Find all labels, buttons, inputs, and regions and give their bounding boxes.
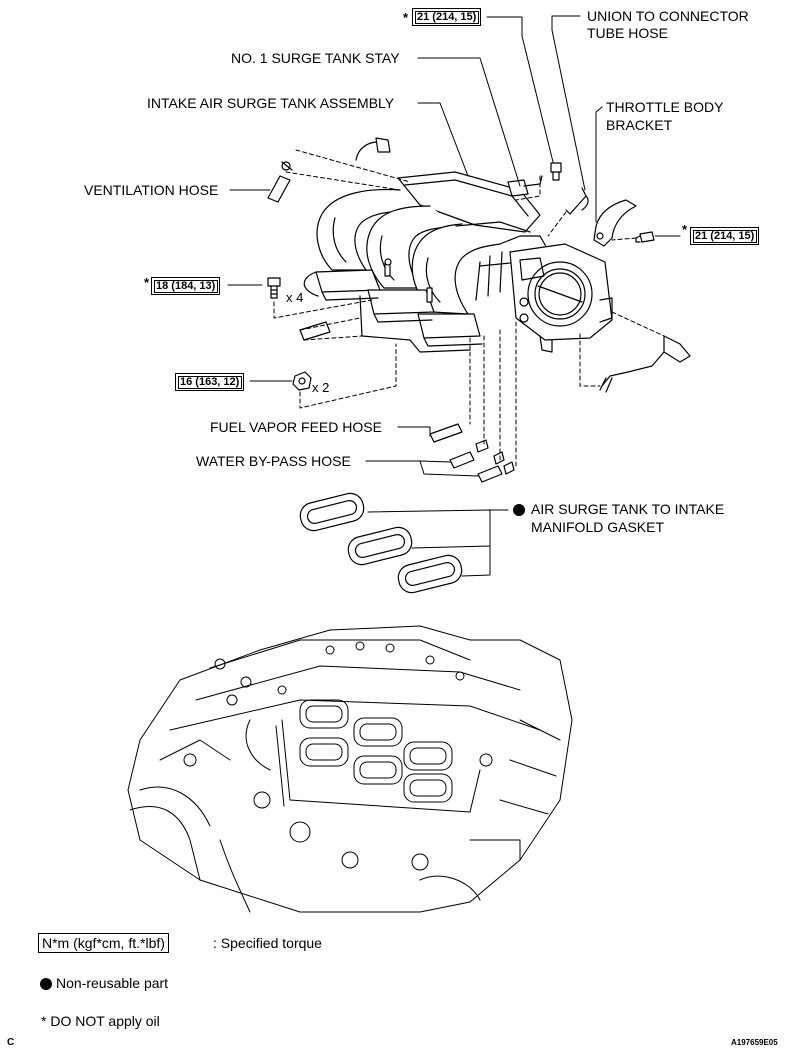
bolt-quantity: x 4 bbox=[286, 290, 304, 305]
corner-letter: C bbox=[7, 1037, 15, 1048]
label-gasket-line2: MANIFOLD GASKET bbox=[531, 519, 665, 535]
small-pipe bbox=[299, 321, 331, 341]
throttle-body bbox=[509, 243, 613, 353]
nut-quantity: x 2 bbox=[312, 380, 330, 395]
manifold-gaskets bbox=[299, 492, 463, 594]
no-oil-star-bolt: * bbox=[144, 275, 150, 290]
fuel-vapor-hose-part bbox=[429, 423, 489, 453]
surge-tank-stay bbox=[507, 175, 543, 197]
figure-id: A197659E05 bbox=[731, 1038, 778, 1047]
nut-part bbox=[292, 371, 312, 391]
bracket-bolt bbox=[635, 231, 655, 243]
label-throttle-bracket-line2: BRACKET bbox=[606, 117, 673, 133]
bolt-part bbox=[267, 277, 281, 299]
torque-box-top: 21 (214, 15) bbox=[412, 8, 482, 26]
no-oil-star-right: * bbox=[682, 222, 688, 237]
legend-torque-unit-box: N*m (kgf*cm, ft.*lbf) bbox=[38, 933, 169, 953]
water-bypass-hose-part bbox=[449, 451, 515, 483]
label-union-hose-line1: UNION TO CONNECTOR bbox=[587, 8, 749, 24]
label-union-hose-line2: TUBE HOSE bbox=[587, 25, 668, 41]
leader-lines bbox=[227, 15, 681, 577]
throttle-body-bracket bbox=[593, 199, 637, 247]
label-surge-tank-assembly: INTAKE AIR SURGE TANK ASSEMBLY bbox=[147, 95, 395, 111]
union-to-connector-tube-hose bbox=[565, 187, 589, 215]
legend-torque-desc: : Specified torque bbox=[213, 935, 322, 951]
intake-ports bbox=[299, 699, 453, 803]
wire-harness bbox=[599, 335, 691, 393]
stay-bolt bbox=[550, 162, 562, 181]
legend-non-reusable-dot bbox=[40, 978, 52, 990]
engine-block bbox=[127, 625, 573, 913]
legend-no-oil: * DO NOT apply oil bbox=[41, 1013, 160, 1029]
surge-tank-assembly bbox=[303, 171, 549, 353]
label-fuel-vapor-hose: FUEL VAPOR FEED HOSE bbox=[210, 419, 382, 435]
torque-box-bolt: 18 (184, 13) bbox=[151, 277, 221, 295]
dashed-lines bbox=[273, 149, 665, 467]
label-throttle-bracket-line1: THROTTLE BODY bbox=[606, 99, 724, 115]
label-water-bypass-hose: WATER BY-PASS HOSE bbox=[196, 453, 351, 469]
legend-non-reusable: Non-reusable part bbox=[56, 975, 169, 991]
non-reusable-dot-gasket bbox=[513, 504, 525, 516]
runner-1 bbox=[316, 188, 411, 271]
label-surge-tank-stay: NO. 1 SURGE TANK STAY bbox=[231, 50, 400, 66]
no-oil-star-top: * bbox=[403, 10, 409, 25]
torque-box-right: 21 (214, 15) bbox=[690, 227, 760, 245]
torque-box-nut: 16 (163, 12) bbox=[175, 373, 245, 391]
ventilation-hose-part bbox=[267, 161, 293, 203]
label-ventilation-hose: VENTILATION HOSE bbox=[84, 182, 219, 198]
label-gasket-line1: AIR SURGE TANK TO INTAKE bbox=[531, 501, 725, 517]
